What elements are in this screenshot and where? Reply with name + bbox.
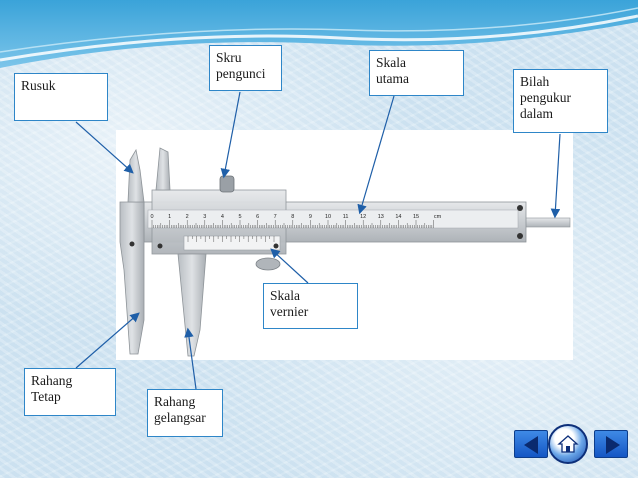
fixed-jaw (119, 201, 145, 355)
home-button[interactable] (548, 424, 588, 464)
main-scale-number: 1 (168, 214, 171, 220)
label-skala-utama: Skala utama (369, 50, 464, 96)
main-scale-number: 11 (343, 214, 349, 220)
fixed-upper-jaw (127, 148, 145, 203)
home-icon (557, 435, 579, 453)
top-wave-banner (0, 0, 638, 68)
screw-dot (517, 233, 523, 239)
label-bilah-pengukur-dalam: Bilah pengukur dalam (513, 69, 608, 133)
sliding-jaw (177, 253, 207, 357)
slider-upper-jaw (155, 147, 171, 191)
main-scale-number: 12 (360, 214, 366, 220)
thumb-wheel (255, 257, 281, 271)
vernier-plate (183, 235, 281, 251)
main-scale-number: 3 (203, 214, 206, 220)
next-slide-button[interactable] (594, 430, 628, 458)
main-scale-number: 0 (150, 214, 153, 220)
main-scale-ticks (151, 220, 434, 228)
screw-dot (517, 205, 523, 211)
main-scale-number: 5 (238, 214, 241, 220)
vernier-scale-ticks (187, 236, 275, 242)
main-scale-number: 15 (413, 214, 419, 220)
label-rusuk: Rusuk (14, 73, 108, 121)
label-skru-pengunci: Skru pengunci (209, 45, 282, 91)
main-scale-number: 10 (325, 214, 331, 220)
main-scale-number: 14 (395, 214, 401, 220)
main-scale-number: 6 (256, 214, 259, 220)
left-arrow-icon (524, 436, 538, 454)
main-scale-number: 13 (378, 214, 384, 220)
main-scale-number: 7 (274, 214, 277, 220)
main-scale-number: 4 (221, 214, 224, 220)
main-scale-number: 2 (186, 214, 189, 220)
label-rahang-tetap: Rahang Tetap (24, 368, 116, 416)
screw-dot (157, 243, 163, 249)
main-scale-number: 9 (309, 214, 312, 220)
main-scale-number: 8 (291, 214, 294, 220)
label-rahang-gelangsar: Rahang gelangsar (147, 389, 223, 437)
right-arrow-icon (606, 436, 620, 454)
screw-dot (273, 243, 279, 249)
main-scale-number: cm (434, 214, 442, 220)
prev-slide-button[interactable] (514, 430, 548, 458)
screw-dot (129, 241, 135, 247)
label-skala-vernier: Skala vernier (263, 283, 358, 329)
locking-screw (219, 175, 235, 193)
main-scale-strip (147, 209, 519, 229)
